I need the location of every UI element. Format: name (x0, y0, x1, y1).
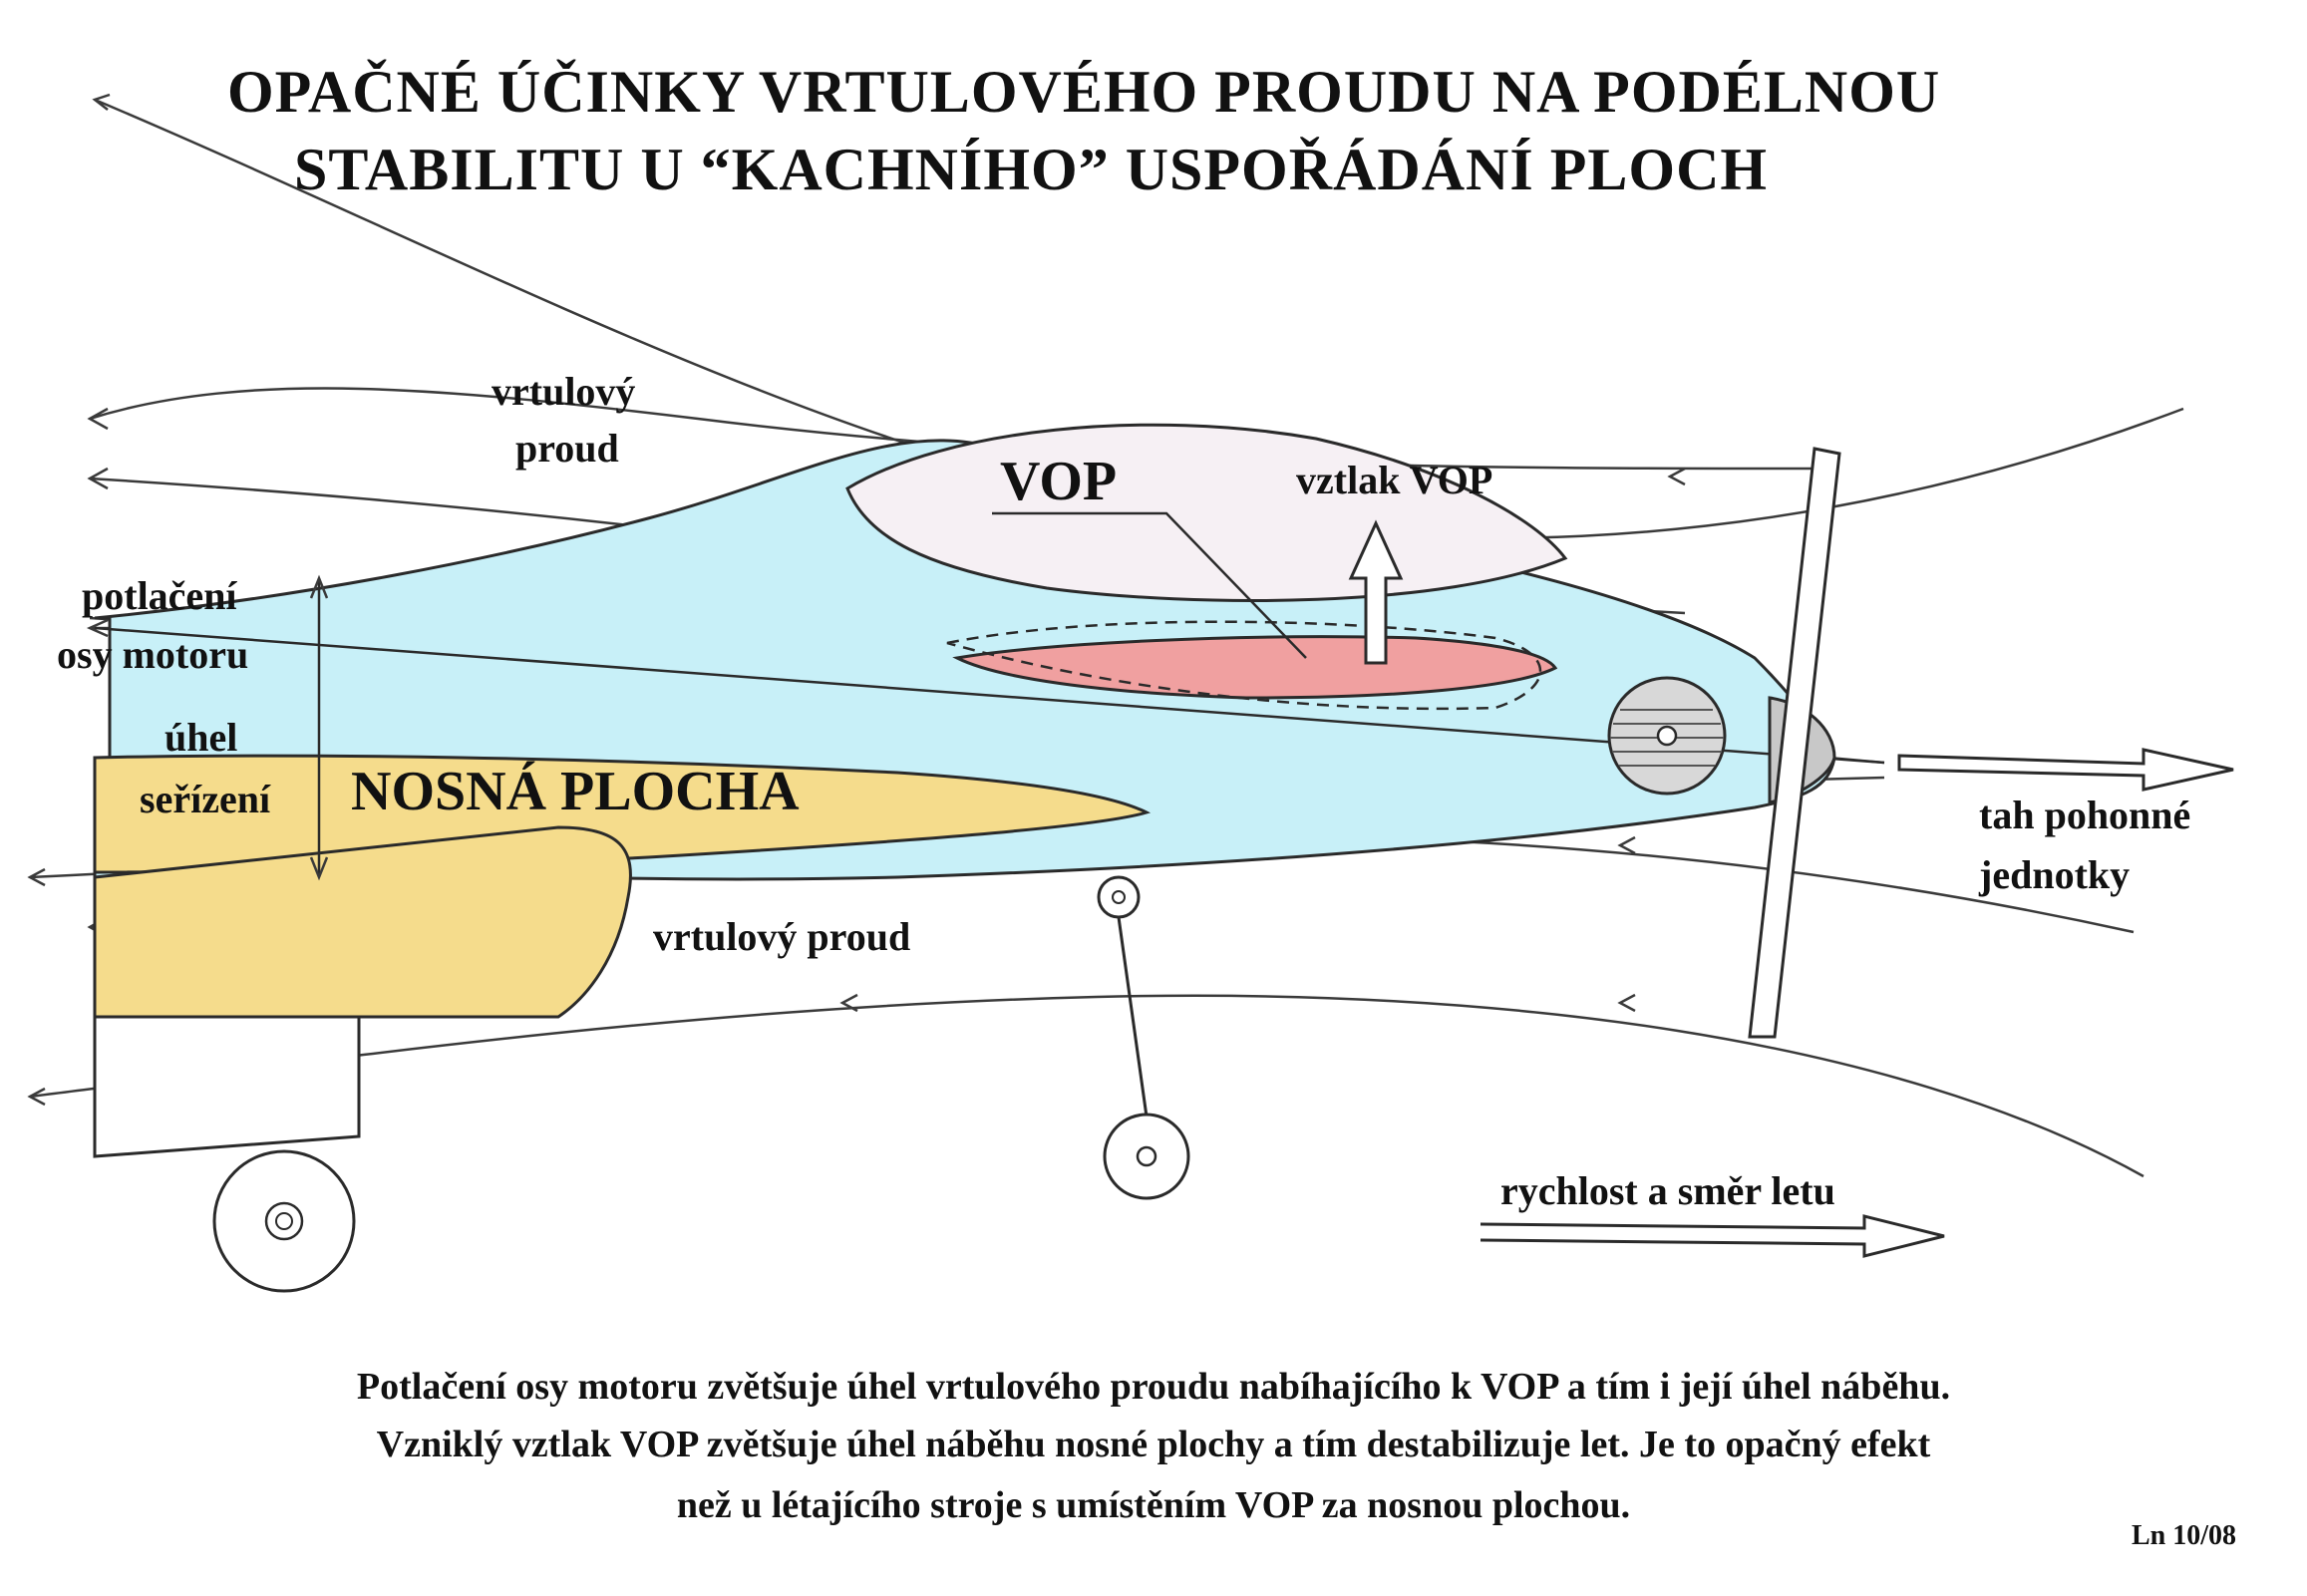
up-arrow-icon (1348, 519, 1404, 665)
footnote: Ln 10/08 (2132, 1520, 2237, 1551)
tail-section (93, 1015, 361, 1158)
vop-leader-line (992, 511, 1307, 659)
propwash-top-label-line-1: vrtulový (492, 369, 636, 414)
streamline-top-2 (89, 387, 1825, 471)
incidence-label-line-1: úhel (165, 715, 238, 760)
flight-direction-label: rychlost a směr letu (1500, 1168, 1835, 1213)
propeller-blade (1748, 447, 1841, 1039)
title-line-1: OPAČNÉ ÚČINKY VRTULOVÉHO PROUDU NA PODÉL… (227, 59, 1941, 125)
vop-label: VOP (1000, 451, 1118, 512)
caption-line-2: Vzniklý vztlak VOP zvětšuje úhel náběhu … (376, 1424, 1931, 1465)
propwash-bottom-label: vrtulový proud (653, 914, 911, 959)
thrust-axis-label-line-1: potlačení (82, 573, 237, 618)
canard-dashed-outline (946, 620, 1541, 711)
caption-line-3: než u létajícího stroje s umístěním VOP … (676, 1484, 1631, 1526)
nose-landing-gear (1097, 875, 1190, 1200)
title-line-2: STABILITU U “KACHNÍHO” USPOŘÁDÁNÍ PLOCH (294, 137, 1769, 202)
incidence-label-line-2: seřízení (140, 777, 271, 821)
thrust-label-line-1: tah pohonné (1979, 793, 2191, 837)
caption-line-1: Potlačení osy motoru zvětšuje úhel vrtul… (356, 1366, 1951, 1408)
canard-vop (952, 635, 1558, 700)
vop-lift-label: vztlak VOP (1296, 458, 1493, 502)
propwash-top-label-line-2: proud (515, 426, 619, 471)
wing-root-fairing (93, 825, 632, 1019)
main-landing-gear (212, 1149, 356, 1293)
right-arrow-icon (1897, 748, 2234, 792)
thrust-label-line-2: jednotky (1979, 852, 2131, 897)
thrust-axis-label-line-2: osy motoru (57, 632, 249, 677)
thrust-axis-line (94, 626, 1885, 765)
engine-hub (1656, 725, 1678, 747)
main-wing-label: NOSNÁ PLOCHA (351, 761, 800, 822)
flight-direction-arrow (1480, 1214, 1945, 1258)
